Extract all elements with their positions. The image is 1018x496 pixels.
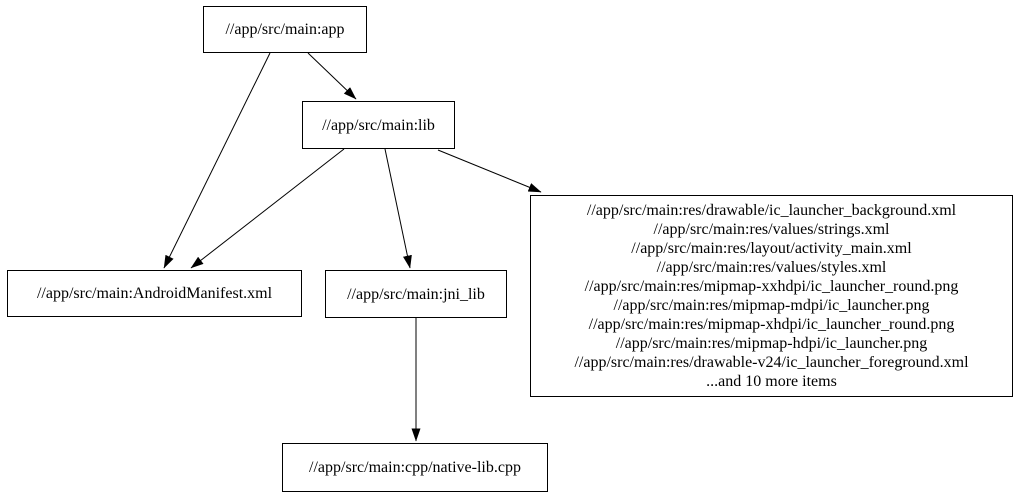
node-android-manifest-label: //app/src/main:AndroidManifest.xml bbox=[36, 285, 273, 302]
resource-item: //app/src/main:res/mipmap-xhdpi/ic_launc… bbox=[588, 316, 955, 333]
node-jni-lib-label: //app/src/main:jni_lib bbox=[347, 285, 485, 303]
resource-item: //app/src/main:res/mipmap-xxhdpi/ic_laun… bbox=[584, 278, 959, 295]
resource-item-more: ...and 10 more items bbox=[706, 373, 837, 390]
resource-item: //app/src/main:res/values/strings.xml bbox=[653, 221, 890, 238]
edge-lib-to-manifest bbox=[190, 148, 345, 269]
edge-lib-to-res bbox=[437, 149, 542, 193]
resource-item: //app/src/main:res/drawable/ic_launcher_… bbox=[586, 202, 957, 219]
edge-lib-to-jni-lib bbox=[384, 148, 412, 269]
edge-app-to-lib bbox=[307, 52, 357, 100]
node-native-lib-cpp-label: //app/src/main:cpp/native-lib.cpp bbox=[309, 459, 521, 476]
node-app: //app/src/main:app bbox=[203, 6, 367, 53]
node-lib-label: //app/src/main:lib bbox=[322, 116, 435, 134]
node-jni-lib: //app/src/main:jni_lib bbox=[325, 270, 507, 318]
resource-item: //app/src/main:res/layout/activity_main.… bbox=[631, 240, 912, 257]
edge-app-to-manifest bbox=[163, 52, 271, 269]
node-resources-group: //app/src/main:res/drawable/ic_launcher_… bbox=[530, 195, 1013, 397]
node-lib: //app/src/main:lib bbox=[302, 101, 455, 149]
resource-item: //app/src/main:res/values/styles.xml bbox=[656, 259, 887, 276]
resource-item: //app/src/main:res/mipmap-mdpi/ic_launch… bbox=[613, 297, 930, 314]
node-native-lib-cpp: //app/src/main:cpp/native-lib.cpp bbox=[282, 443, 548, 492]
node-app-label: //app/src/main:app bbox=[225, 21, 345, 38]
resource-item: //app/src/main:res/drawable-v24/ic_launc… bbox=[574, 354, 969, 371]
node-android-manifest: //app/src/main:AndroidManifest.xml bbox=[7, 270, 302, 317]
resource-item: //app/src/main:res/mipmap-hdpi/ic_launch… bbox=[615, 335, 928, 352]
